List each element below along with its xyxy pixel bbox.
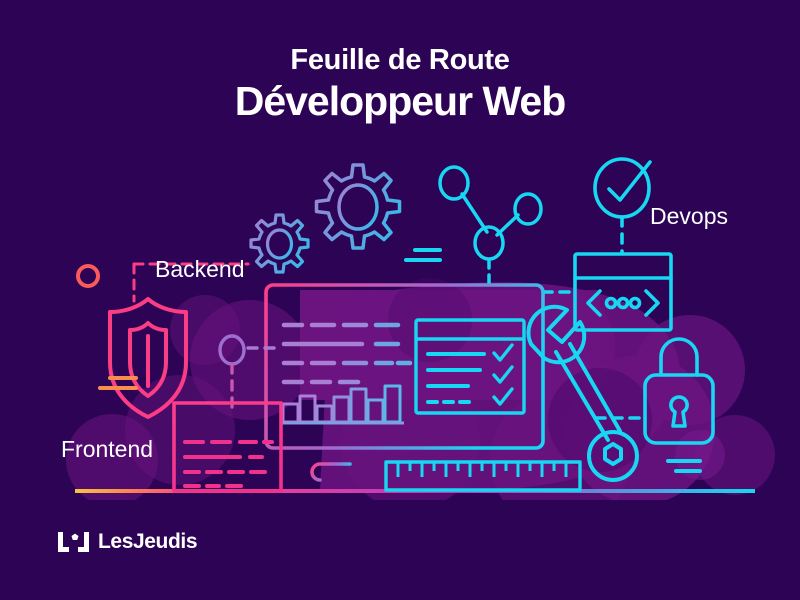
bar-chart-icon	[280, 384, 404, 425]
padlock-icon	[594, 337, 715, 445]
accent-dashes-top	[404, 248, 442, 262]
browser-window-icon	[172, 401, 283, 493]
brand-logo: LesJeudis	[58, 530, 198, 554]
gear-small-icon	[249, 213, 310, 274]
code-window-icon	[541, 252, 673, 332]
monitor-code-lines	[281, 322, 413, 385]
wrench-icon	[526, 304, 639, 482]
label-backend: Backend	[155, 256, 245, 282]
label-frontend: Frontend	[61, 436, 154, 462]
check-circle-icon	[593, 157, 652, 254]
accent-dashes-right	[666, 459, 702, 473]
desktop-monitor-icon	[264, 283, 545, 482]
label-devops: Devops	[650, 203, 728, 229]
lesjeudis-logo-mark-icon	[58, 532, 89, 552]
frontend-code-lines	[183, 440, 274, 488]
gear-large-icon	[314, 163, 402, 250]
ruler-icon	[384, 460, 582, 492]
shield-icon	[108, 297, 188, 419]
accent-dashes-left	[98, 376, 138, 390]
page-subtitle: Feuille de Route	[290, 44, 510, 76]
small-circle-marker	[76, 264, 100, 288]
page-title: Développeur Web	[234, 78, 567, 124]
backend-connector	[132, 262, 250, 303]
checklist-window-icon	[414, 318, 526, 415]
brand-name: LesJeudis	[98, 530, 198, 553]
network-nodes-icon	[438, 165, 543, 292]
